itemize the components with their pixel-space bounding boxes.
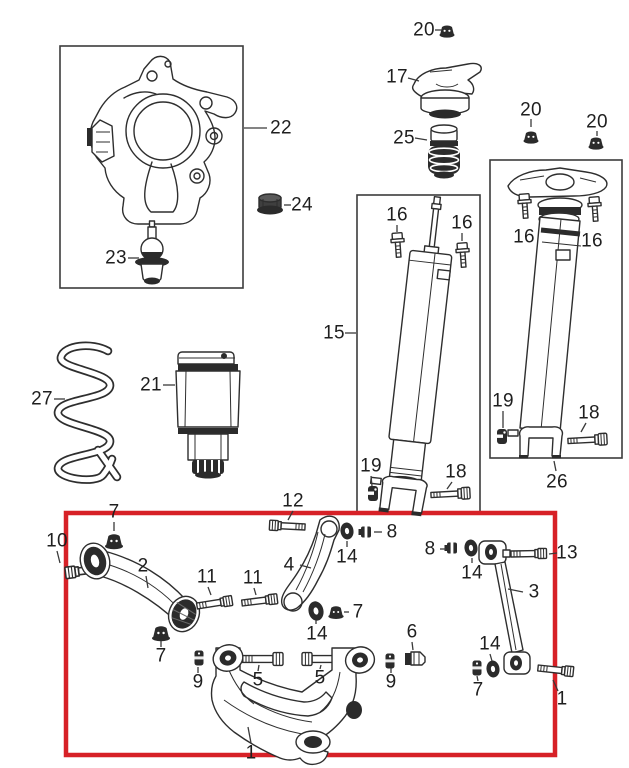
leader-line-6 [411, 641, 414, 651]
callout-3: 3 [528, 581, 540, 603]
callout-14: 14 [336, 546, 358, 568]
callout-14: 14 [306, 623, 328, 645]
callout-20: 20 [413, 19, 435, 41]
callout-15: 15 [323, 322, 345, 344]
callout-27: 27 [31, 388, 53, 410]
knuckle-box [59, 45, 244, 289]
callout-7: 7 [352, 601, 364, 623]
callout-5: 5 [314, 667, 326, 689]
air-spring-drawing [175, 351, 241, 479]
callout-11: 11 [196, 566, 218, 588]
nut6-drawing [405, 651, 426, 666]
callout-14: 14 [461, 562, 483, 584]
ball-joint-drawing [135, 220, 169, 285]
callout-24: 24 [291, 194, 313, 216]
leader-line-1 [552, 679, 559, 692]
leader-line-11 [207, 586, 212, 596]
callout-17: 17 [386, 66, 408, 88]
callout-18: 18 [578, 402, 600, 424]
leader-line-26 [553, 460, 557, 472]
callout-16: 16 [581, 230, 603, 252]
leader-line-5 [257, 664, 260, 672]
leader-line-2 [145, 575, 149, 589]
callout-7: 7 [155, 645, 167, 667]
lower-control-arm-drawing [210, 644, 376, 766]
callout-19: 19 [492, 390, 514, 412]
callout-25: 25 [393, 127, 415, 149]
bolt13-drawing [502, 547, 548, 560]
callout-26: 26 [546, 471, 568, 493]
leader-line-18 [580, 422, 587, 433]
knuckle-drawing [87, 55, 238, 225]
callout-7: 7 [472, 679, 484, 701]
link3-drawing [478, 540, 531, 675]
callout-9: 9 [385, 671, 397, 693]
callout-16: 16 [386, 204, 408, 226]
bumper25-drawing [428, 124, 460, 179]
callout-16: 16 [513, 226, 535, 248]
callout-13: 13 [556, 542, 578, 564]
callout-1: 1 [245, 742, 257, 764]
leader-line-18 [446, 481, 453, 490]
callout-9: 9 [192, 671, 204, 693]
link4-drawing [281, 515, 340, 623]
callout-11: 11 [242, 567, 264, 589]
callout-8: 8 [424, 538, 436, 560]
leader-line-3 [507, 588, 524, 593]
leader-line-5 [319, 664, 322, 670]
leader-line-7 [476, 675, 479, 682]
callout-1: 1 [556, 688, 568, 710]
leader-line-13 [548, 552, 558, 555]
leader-lines [54, 29, 598, 744]
callout-2: 2 [137, 555, 149, 577]
leader-line-17 [407, 77, 420, 82]
mount17-drawing [411, 62, 482, 119]
shock15-drawing [369, 195, 453, 517]
callout-4: 4 [283, 554, 295, 576]
leader-line-11 [253, 587, 257, 596]
callout-21: 21 [140, 374, 162, 396]
leader-line-4 [299, 564, 312, 569]
callout-20: 20 [520, 99, 542, 121]
shock26-drawing [507, 167, 608, 459]
callout-10: 10 [46, 530, 68, 552]
leader-line-1 [247, 726, 252, 744]
leader-line-14 [489, 653, 493, 662]
nut24-drawing [257, 193, 283, 215]
callout-6: 6 [406, 621, 418, 643]
callout-8: 8 [386, 521, 398, 543]
callout-12: 12 [282, 490, 304, 512]
callout-22: 22 [270, 117, 292, 139]
callout-16: 16 [451, 212, 473, 234]
callout-20: 20 [586, 111, 608, 133]
callout-5: 5 [252, 669, 264, 691]
callout-23: 23 [105, 247, 127, 269]
link2-drawing [79, 542, 201, 633]
leader-line-10 [56, 550, 61, 564]
callout-7: 7 [108, 501, 120, 523]
leader-line-19 [370, 475, 373, 487]
coil-spring-drawing [53, 341, 122, 484]
callout-14: 14 [479, 633, 501, 655]
callout-19: 19 [360, 455, 382, 477]
leader-line-25 [414, 137, 428, 141]
callout-18: 18 [445, 461, 467, 483]
leader-line-12 [287, 510, 294, 521]
